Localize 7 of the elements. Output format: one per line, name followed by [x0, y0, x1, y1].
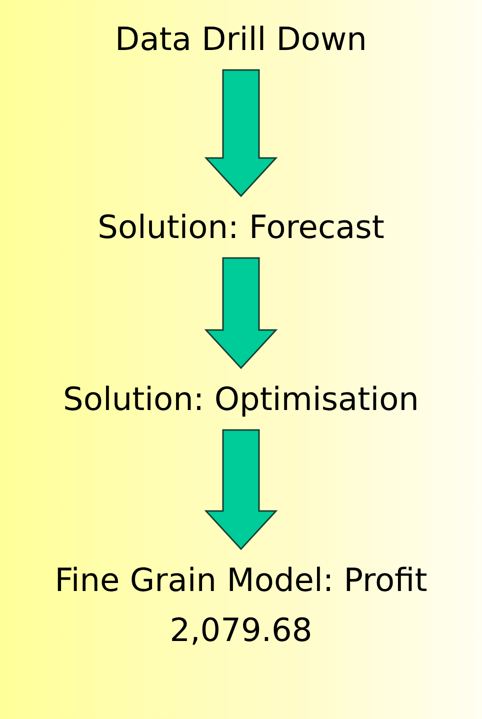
step-label: Data Drill Down — [114, 19, 368, 60]
block-arrow — [204, 257, 278, 370]
block-arrow — [204, 429, 278, 550]
step-label: Solution: Forecast — [96, 207, 386, 248]
step-label: Fine Grain Model: Profit 2,079.68 — [54, 560, 428, 651]
step-label: Solution: Optimisation — [62, 379, 420, 420]
block-arrow — [204, 69, 278, 198]
